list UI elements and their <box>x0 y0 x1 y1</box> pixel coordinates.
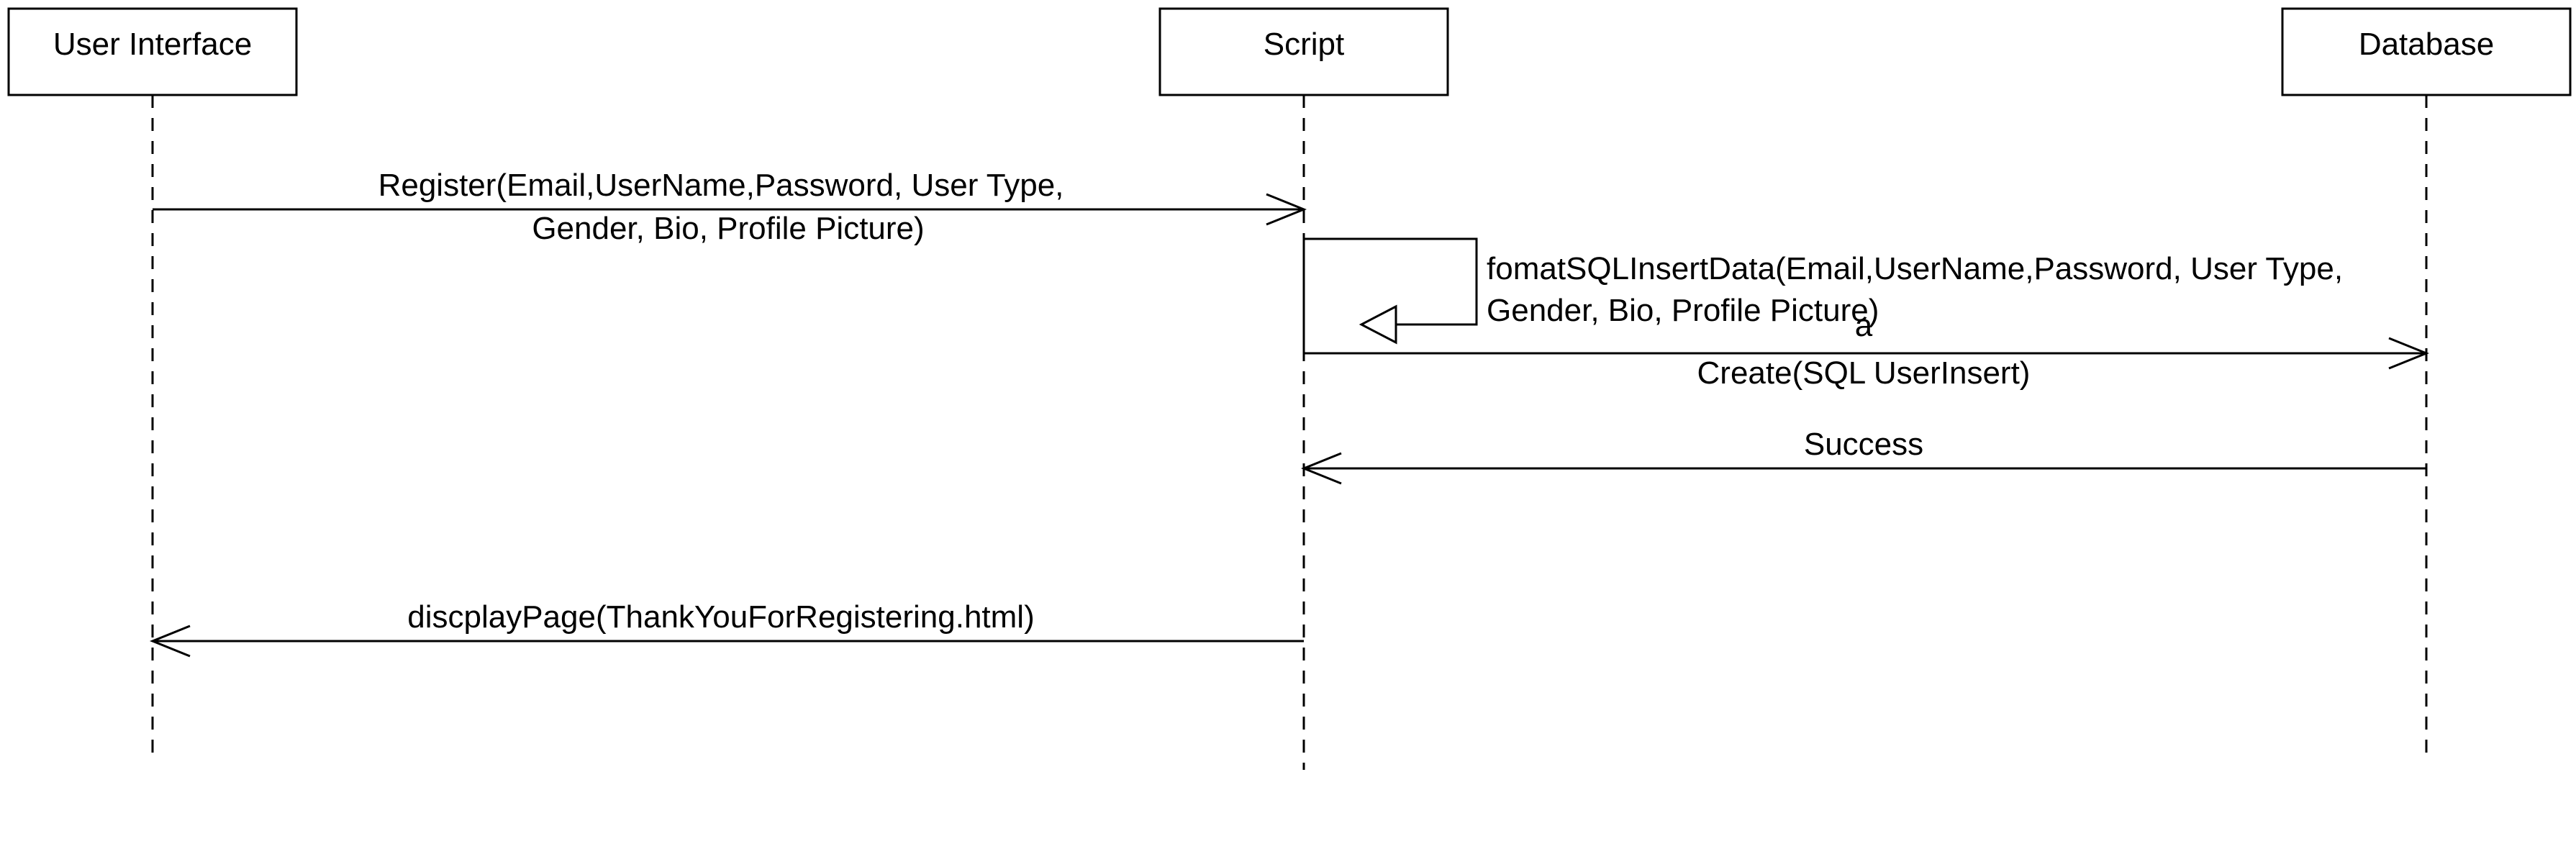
open-arrowhead-icon <box>149 625 191 658</box>
message-label-line-2: Create(SQL UserInsert) <box>1697 355 2031 391</box>
message-create: a Create(SQL UserInsert) <box>1304 308 2430 391</box>
message-display-page: discplayPage(ThankYouForRegistering.html… <box>149 599 1304 658</box>
message-register: Register(Email,UserName,Password, User T… <box>153 168 1307 246</box>
self-call-line <box>1304 237 1478 326</box>
message-label-line-1: fomatSQLInsertData(Email,UserName,Passwo… <box>1487 251 2343 286</box>
message-label-line-1: a <box>1855 308 1873 343</box>
open-arrowhead-icon <box>1266 193 1307 226</box>
participant-label: Database <box>2359 27 2494 62</box>
participant-script[interactable]: Script <box>1158 7 1449 96</box>
message-label: discplayPage(ThankYouForRegistering.html… <box>407 599 1034 635</box>
message-label-line-1: Register(Email,UserName,Password, User T… <box>378 168 1064 203</box>
open-arrowhead-icon <box>1300 452 1342 485</box>
message-label-line-2: Gender, Bio, Profile Picture) <box>532 211 924 246</box>
message-format-sql-insert: fomatSQLInsertData(Email,UserName,Passwo… <box>1302 237 2343 353</box>
participant-database[interactable]: Database <box>2281 7 2572 96</box>
participant-label: Script <box>1264 27 1344 62</box>
participant-label: User Interface <box>53 27 252 62</box>
participant-user-interface[interactable]: User Interface <box>7 7 298 96</box>
message-label: Success <box>1804 427 1923 462</box>
message-label-line-2: Gender, Bio, Profile Picture) <box>1487 293 1879 328</box>
hollow-arrowhead-icon <box>1359 304 1397 345</box>
message-success: Success <box>1300 427 2426 485</box>
open-arrowhead-icon <box>2388 337 2430 370</box>
